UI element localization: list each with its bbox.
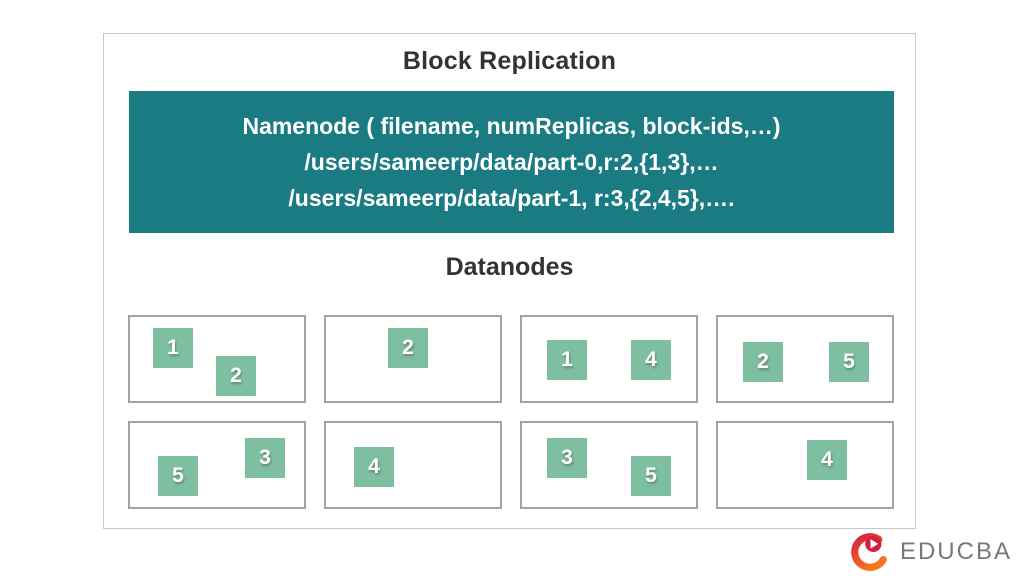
datanodes-heading: Datanodes bbox=[445, 253, 574, 281]
diagram-card: Block Replication Namenode ( filename, n… bbox=[103, 33, 916, 529]
datanode-box-8: 4 bbox=[716, 421, 894, 509]
namenode-banner: Namenode ( filename, numReplicas, block-… bbox=[129, 91, 894, 233]
educba-logo-text: EDUCBA bbox=[899, 538, 1012, 565]
datanode-box-6: 4 bbox=[324, 421, 502, 509]
replica-block-5: 5 bbox=[631, 456, 671, 496]
replica-block-2: 2 bbox=[743, 342, 783, 382]
namenode-line-3: /users/sameerp/data/part-1, r:3,{2,4,5},… bbox=[288, 185, 735, 211]
educba-logo: EDUCBA bbox=[848, 530, 1012, 574]
replica-block-2: 2 bbox=[216, 356, 256, 396]
replica-block-3: 3 bbox=[245, 438, 285, 478]
replica-block-3: 3 bbox=[547, 438, 587, 478]
replica-block-1: 1 bbox=[547, 340, 587, 380]
replica-block-4: 4 bbox=[807, 440, 847, 480]
replica-block-4: 4 bbox=[631, 340, 671, 380]
educba-play-logo-icon bbox=[851, 533, 887, 571]
namenode-line-1: Namenode ( filename, numReplicas, block-… bbox=[242, 113, 781, 139]
replica-block-5: 5 bbox=[829, 342, 869, 382]
diagram-title: Block Replication bbox=[402, 47, 617, 75]
datanode-box-2: 2 bbox=[324, 315, 502, 403]
replica-block-2: 2 bbox=[388, 328, 428, 368]
replica-block-1: 1 bbox=[153, 328, 193, 368]
replica-block-4: 4 bbox=[354, 447, 394, 487]
replica-block-5: 5 bbox=[158, 456, 198, 496]
namenode-line-2: /users/sameerp/data/part-0,r:2,{1,3},… bbox=[304, 149, 719, 175]
